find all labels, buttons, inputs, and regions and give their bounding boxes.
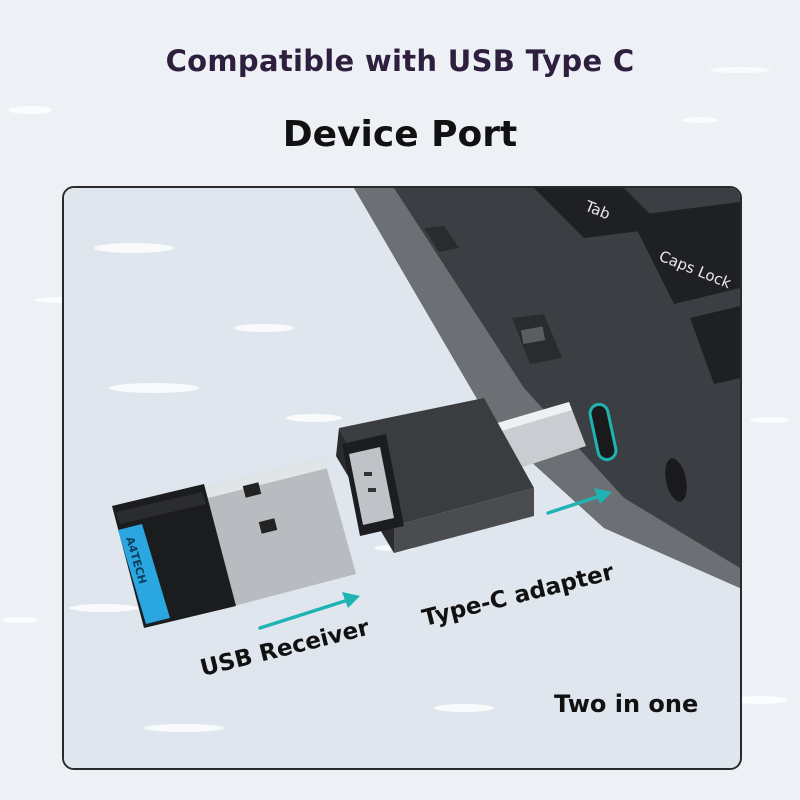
receiver-blue-label <box>118 524 170 624</box>
two-in-one-label: Two in one <box>554 690 699 718</box>
type-c-adapter <box>336 398 586 553</box>
usb-receiver <box>112 458 356 628</box>
arrow-to-port <box>546 488 612 515</box>
keyboard <box>534 188 740 384</box>
laptop <box>354 188 740 588</box>
arrow-to-adapter <box>258 592 360 630</box>
page-title: Device Port <box>282 114 518 155</box>
page-subtitle: Compatible with USB Type C <box>165 44 635 78</box>
